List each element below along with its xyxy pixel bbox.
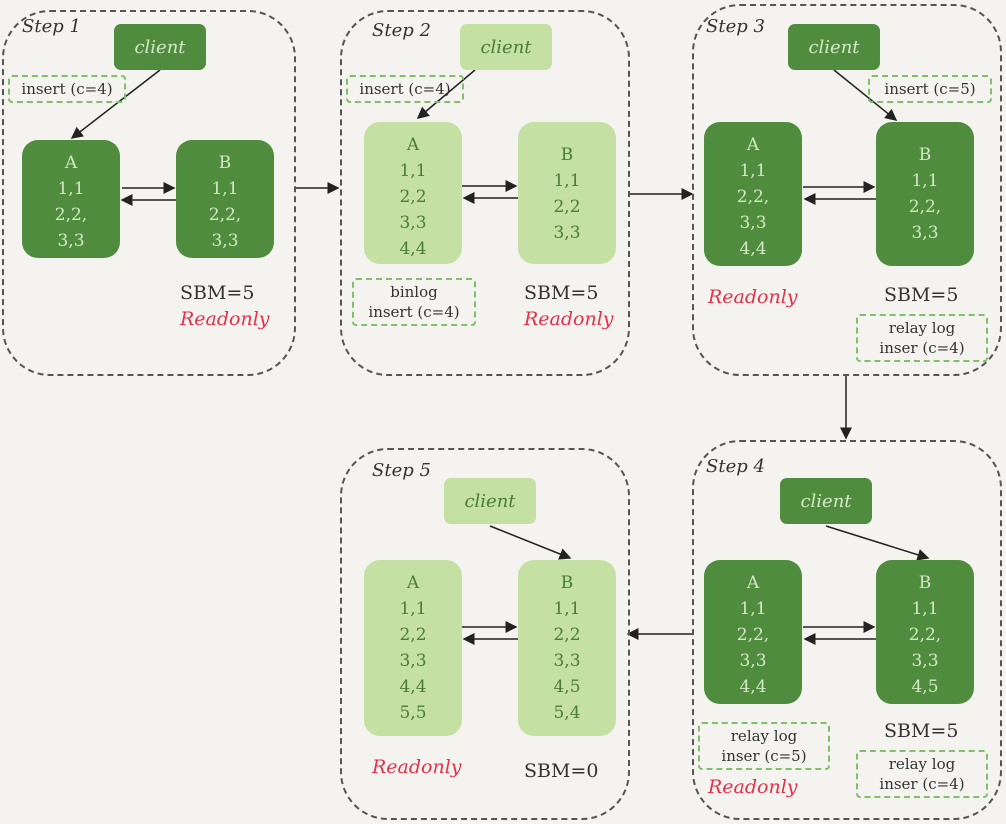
node-row: 1,1 xyxy=(553,599,581,619)
step-3-title: Step 3 xyxy=(706,16,765,37)
node-row: 2,2 xyxy=(553,197,581,217)
node-row: 3,3 xyxy=(553,651,581,671)
step-2-title: Step 2 xyxy=(372,20,431,41)
node-row: 3,3 xyxy=(211,231,239,251)
step-1-client: client xyxy=(114,24,206,70)
node-row: 3,3 xyxy=(739,651,767,671)
step-5-node-a: A 1,1 2,2 3,3 4,4 5,5 xyxy=(364,560,462,736)
step-5-readonly: Readonly xyxy=(372,756,462,778)
step-1-panel xyxy=(2,10,296,376)
node-row: 1,1 xyxy=(399,599,427,619)
node-row: 3,3 xyxy=(553,223,581,243)
node-b-label: B xyxy=(560,145,574,165)
step-2-binlog-tag: binlog insert (c=4) xyxy=(352,278,476,326)
step-3-insert-tag: insert (c=5) xyxy=(868,75,992,103)
step-4-node-a: A 1,1 2,2, 3,3 4,4 xyxy=(704,560,802,704)
node-row: 1,1 xyxy=(739,599,767,619)
node-row: 3,3 xyxy=(911,651,939,671)
node-row: 1,1 xyxy=(57,179,85,199)
step-3-node-b: B 1,1 2,2, 3,3 xyxy=(876,122,974,266)
node-row: 4,4 xyxy=(739,239,767,259)
node-row: 2,2, xyxy=(908,625,942,645)
node-row: 2,2, xyxy=(736,625,770,645)
step-3-panel xyxy=(692,4,1002,376)
step-2-node-b: B 1,1 2,2 3,3 xyxy=(518,122,616,264)
step-4-relay-a-tag: relay log inser (c=5) xyxy=(698,722,830,770)
node-a-label: A xyxy=(746,135,760,155)
node-b-label: B xyxy=(918,573,932,593)
step-5-node-b: B 1,1 2,2 3,3 4,5 5,4 xyxy=(518,560,616,736)
node-a-label: A xyxy=(64,153,78,173)
relay-title: relay log xyxy=(888,319,956,337)
step-4-node-b: B 1,1 2,2, 3,3 4,5 xyxy=(876,560,974,704)
step-2-panel xyxy=(340,10,630,376)
relay-entry: inser (c=4) xyxy=(879,339,965,357)
step-4-sbm: SBM=5 xyxy=(884,720,959,742)
node-row: 2,2, xyxy=(54,205,88,225)
node-row: 5,4 xyxy=(553,703,581,723)
node-row: 3,3 xyxy=(911,223,939,243)
step-1-sbm: SBM=5 xyxy=(180,282,255,304)
node-a-label: A xyxy=(406,573,420,593)
node-row: 2,2, xyxy=(736,187,770,207)
node-row: 2,2 xyxy=(399,625,427,645)
relay-entry: inser (c=4) xyxy=(879,775,965,793)
step-1-node-b: B 1,1 2,2, 3,3 xyxy=(176,140,274,258)
node-row: 4,4 xyxy=(399,677,427,697)
node-row: 3,3 xyxy=(739,213,767,233)
node-row: 2,2 xyxy=(399,187,427,207)
node-b-label: B xyxy=(218,153,232,173)
binlog-title: binlog xyxy=(390,283,438,301)
node-row: 5,5 xyxy=(399,703,427,723)
node-row: 4,4 xyxy=(399,239,427,259)
node-row: 4,5 xyxy=(911,677,939,697)
node-row: 3,3 xyxy=(57,231,85,251)
step-5-client: client xyxy=(444,478,536,524)
step-3-node-a: A 1,1 2,2, 3,3 4,4 xyxy=(704,122,802,266)
step-3-sbm: SBM=5 xyxy=(884,284,959,306)
node-row: 1,1 xyxy=(211,179,239,199)
node-row: 1,1 xyxy=(399,161,427,181)
relay-entry: inser (c=5) xyxy=(721,747,807,765)
node-b-label: B xyxy=(918,145,932,165)
step-4-relay-b-tag: relay log inser (c=4) xyxy=(856,750,988,798)
node-a-label: A xyxy=(406,135,420,155)
node-row: 1,1 xyxy=(739,161,767,181)
step-5-sbm: SBM=0 xyxy=(524,760,599,782)
node-a-label: A xyxy=(746,573,760,593)
step-3-readonly: Readonly xyxy=(708,286,798,308)
step-2-sbm: SBM=5 xyxy=(524,282,599,304)
node-row: 4,4 xyxy=(739,677,767,697)
node-row: 2,2, xyxy=(908,197,942,217)
step-2-readonly: Readonly xyxy=(524,308,614,330)
step-5-panel xyxy=(340,448,630,820)
step-4-client: client xyxy=(780,478,872,524)
relay-title: relay log xyxy=(730,727,798,745)
step-2-node-a: A 1,1 2,2 3,3 4,4 xyxy=(364,122,462,264)
step-3-client: client xyxy=(788,24,880,70)
binlog-entry: insert (c=4) xyxy=(368,303,460,321)
step-4-panel xyxy=(692,440,1002,820)
node-row: 3,3 xyxy=(399,651,427,671)
node-row: 1,1 xyxy=(553,171,581,191)
node-row: 4,5 xyxy=(553,677,581,697)
step-5-title: Step 5 xyxy=(372,460,431,481)
step-1-node-a: A 1,1 2,2, 3,3 xyxy=(22,140,120,258)
step-2-insert-tag: insert (c=4) xyxy=(346,75,464,103)
node-row: 1,1 xyxy=(911,599,939,619)
step-1-insert-tag: insert (c=4) xyxy=(8,75,126,103)
relay-title: relay log xyxy=(888,755,956,773)
node-b-label: B xyxy=(560,573,574,593)
node-row: 1,1 xyxy=(911,171,939,191)
node-row: 3,3 xyxy=(399,213,427,233)
step-2-client: client xyxy=(460,24,552,70)
step-3-relay-tag: relay log inser (c=4) xyxy=(856,314,988,362)
step-4-readonly: Readonly xyxy=(708,776,798,798)
step-1-readonly: Readonly xyxy=(180,308,270,330)
node-row: 2,2 xyxy=(553,625,581,645)
node-row: 2,2, xyxy=(208,205,242,225)
step-1-title: Step 1 xyxy=(22,16,81,37)
step-4-title: Step 4 xyxy=(706,456,765,477)
